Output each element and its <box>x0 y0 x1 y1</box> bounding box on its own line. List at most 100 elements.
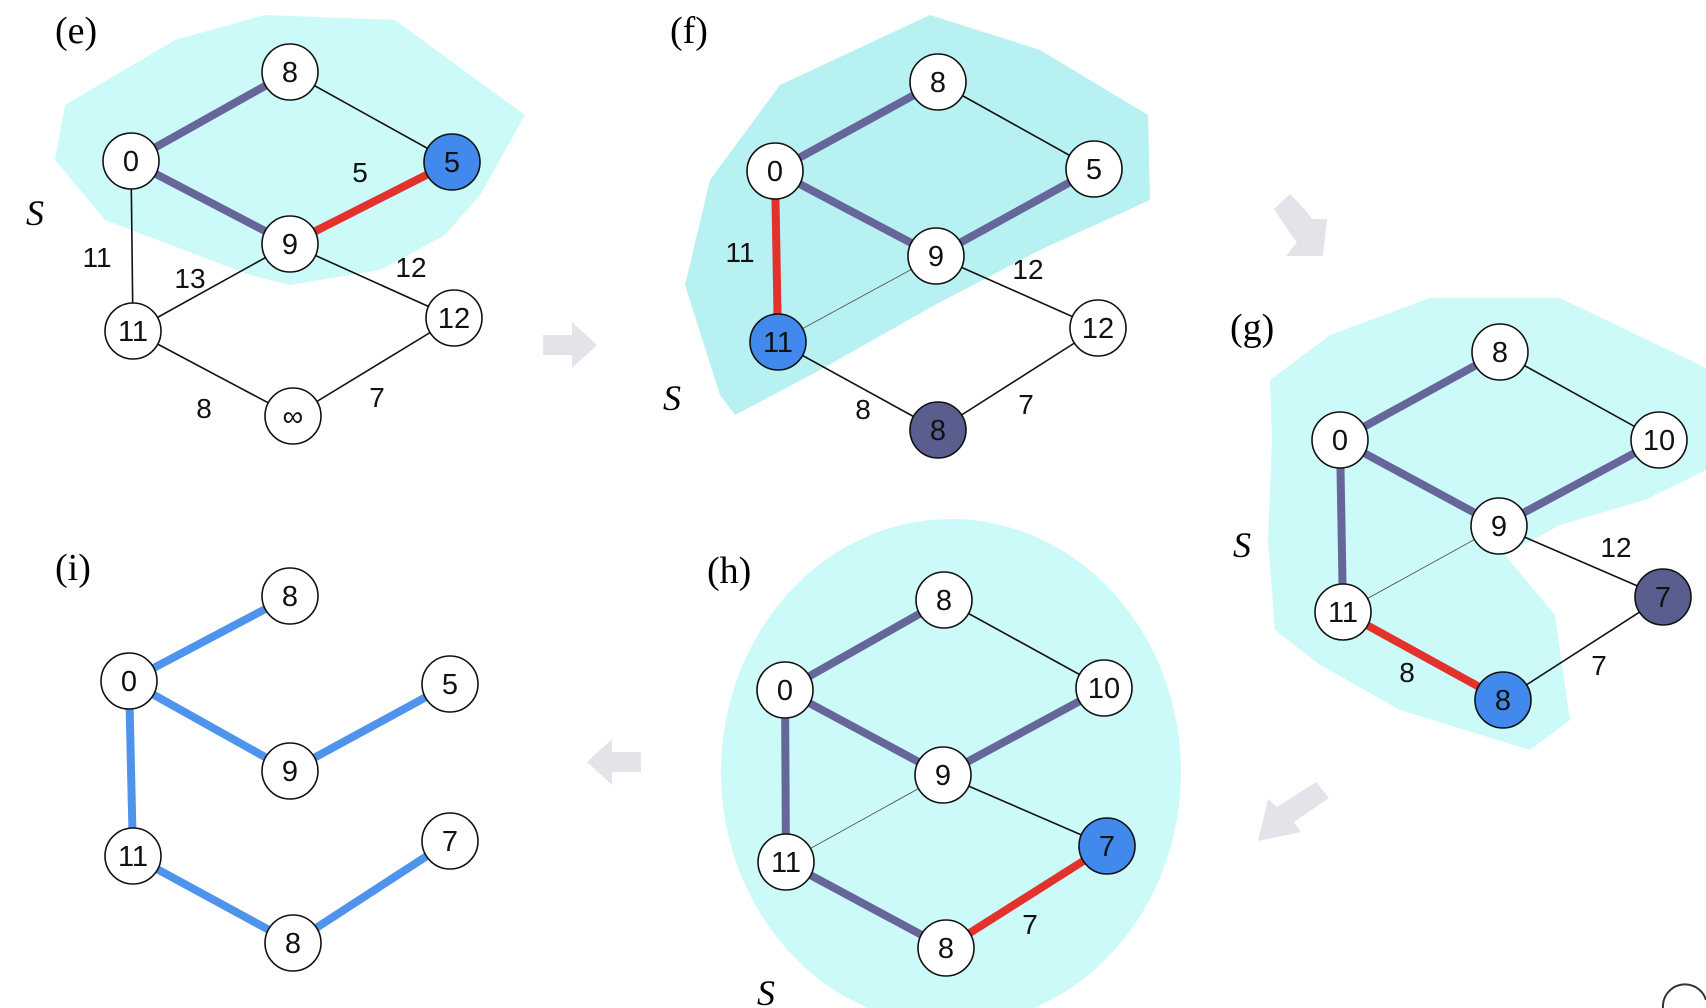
node-label: 5 <box>1086 154 1102 186</box>
set-region-e <box>55 15 525 285</box>
edge-f-d-f <box>935 255 1099 329</box>
node-circle <box>1065 140 1123 198</box>
edge-g-d-f <box>1498 525 1664 598</box>
node-h-e: 11 <box>757 833 815 891</box>
edge-e-c-d <box>129 157 292 248</box>
node-label: 11 <box>1328 597 1358 629</box>
node-circle <box>102 132 160 190</box>
node-f-d: 9 <box>907 227 965 285</box>
node-label: 8 <box>930 67 946 99</box>
node-circle <box>421 812 479 870</box>
edge-weight-e-e-g: 8 <box>196 393 212 424</box>
panel-label-h: (h) <box>707 550 751 592</box>
edge-f-e-g <box>777 341 939 431</box>
node-label: 9 <box>1491 511 1507 543</box>
edge-e-d-f <box>289 243 455 319</box>
edge-g-d-b <box>1497 436 1661 530</box>
node-circle <box>1474 671 1532 729</box>
node-circle <box>100 652 158 710</box>
node-label: 0 <box>777 675 793 707</box>
node-e-d: 9 <box>261 215 319 273</box>
edge-e-g-f <box>292 317 455 417</box>
corner-circle-fragment <box>1661 983 1706 1008</box>
node-label: 8 <box>936 585 952 617</box>
edge-e-d-b <box>288 158 454 248</box>
node-e-e: 11 <box>104 302 162 360</box>
node-circle <box>757 833 815 891</box>
node-i-d: 9 <box>261 742 319 800</box>
node-i-g: 8 <box>264 914 322 972</box>
node-circle <box>264 914 322 972</box>
node-g-b: 10 <box>1630 411 1688 469</box>
node-label: 12 <box>1082 313 1114 345</box>
edge-weight-f-g-f: 7 <box>1018 389 1034 420</box>
edge-g-e-d <box>1342 525 1500 613</box>
edge-weight-g-d-f: 12 <box>1600 532 1631 563</box>
node-f-c: 0 <box>746 142 804 200</box>
node-circle <box>756 661 814 719</box>
edge-i-c-d <box>127 677 292 775</box>
node-label: 9 <box>282 229 298 261</box>
node-label: 10 <box>1643 425 1675 457</box>
node-e-a: 8 <box>261 43 319 101</box>
node-h-b: 10 <box>1075 659 1133 717</box>
edge-h-a-b <box>943 599 1105 689</box>
edge-weight-f-c-e: 11 <box>725 237 754 268</box>
set-label-h: S <box>757 973 775 1008</box>
node-label: 8 <box>285 928 301 960</box>
node-circle <box>1069 299 1127 357</box>
node-label: 7 <box>442 826 458 858</box>
node-circle <box>261 215 319 273</box>
node-label: 0 <box>1332 425 1348 457</box>
edge-f-d-b <box>934 165 1096 260</box>
node-circle <box>1314 583 1372 641</box>
edge-g-g-f <box>1502 596 1664 701</box>
node-label: 9 <box>935 760 951 792</box>
edge-i-g-f <box>290 837 453 947</box>
node-circle <box>1311 411 1369 469</box>
node-label: 8 <box>930 415 946 447</box>
node-circle <box>1471 323 1529 381</box>
edge-e-a-b <box>289 71 453 163</box>
node-label: 10 <box>1088 673 1120 705</box>
panel-label-g: (g) <box>1230 307 1274 349</box>
edge-weight-g-g-f: 7 <box>1591 650 1607 681</box>
arrow-e-to-f <box>543 322 597 368</box>
edge-h-c-a <box>783 596 946 694</box>
node-f-g: 8 <box>909 401 967 459</box>
node-f-f: 12 <box>1069 299 1127 357</box>
node-label: 11 <box>118 841 148 873</box>
edge-h-d-b <box>941 684 1106 779</box>
node-g-c: 0 <box>1311 411 1369 469</box>
edge-i-e-g <box>131 852 295 947</box>
edge-h-e-d <box>785 774 944 863</box>
edge-weight-f-e-g: 8 <box>855 394 871 425</box>
node-h-a: 8 <box>915 571 973 629</box>
node-label: 7 <box>1655 582 1671 614</box>
set-label-f: S <box>663 378 681 418</box>
node-label: 11 <box>118 316 148 348</box>
node-circle <box>1078 817 1136 875</box>
node-e-c: 0 <box>102 132 160 190</box>
node-circle <box>917 919 975 977</box>
node-g-e: 11 <box>1314 583 1372 641</box>
node-label: 12 <box>438 303 470 335</box>
node-circle <box>425 289 483 347</box>
panel-label-f: (f) <box>670 10 708 52</box>
node-circle <box>914 746 972 804</box>
node-e-b: 5 <box>423 133 481 191</box>
node-e-f: 12 <box>425 289 483 347</box>
node-label: 8 <box>938 933 954 965</box>
node-label: 8 <box>1495 685 1511 717</box>
node-circle <box>104 302 162 360</box>
node-circle <box>421 655 479 713</box>
node-circle <box>261 567 319 625</box>
edge-weight-e-g-f: 7 <box>369 382 385 413</box>
edge-f-a-b <box>937 81 1095 170</box>
edge-i-c-e <box>125 680 137 857</box>
edge-weight-h-g-f: 7 <box>1022 909 1038 940</box>
node-circle <box>915 571 973 629</box>
node-circle <box>749 313 807 371</box>
edge-e-e-g <box>132 330 294 417</box>
